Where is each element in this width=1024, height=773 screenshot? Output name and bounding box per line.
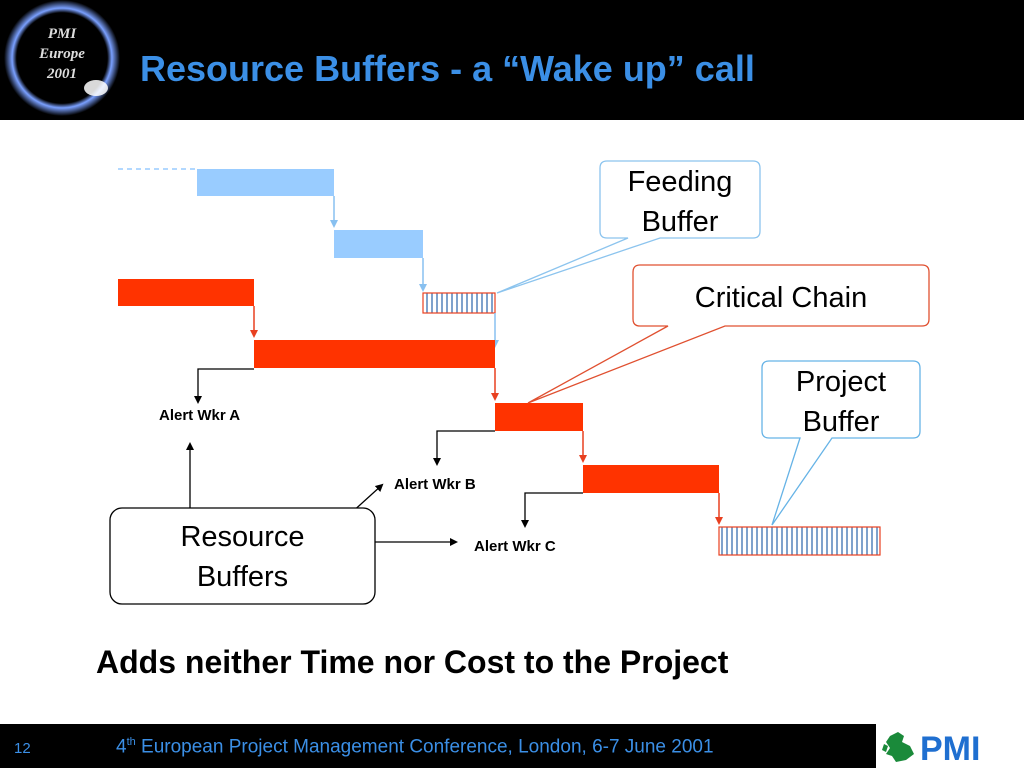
slide-tagline: Adds neither Time nor Cost to the Projec… xyxy=(96,644,729,680)
resource-buffers-callout: Resource Buffers xyxy=(110,517,375,597)
feeding-task-2 xyxy=(334,230,423,258)
feeding-buffer-label-line1: Feeding xyxy=(627,166,733,198)
project-buffer-callout-shape xyxy=(761,360,921,526)
pmi-europe-2001-logo: PMI Europe 2001 xyxy=(0,0,128,120)
critical-chain-callout-shape xyxy=(527,264,930,404)
conference-caption: 4th European Project Management Conferen… xyxy=(116,736,714,758)
footer-bar xyxy=(0,724,1024,768)
resource-buffers-label-line1: Resource xyxy=(180,521,305,553)
slide-number: 12 xyxy=(14,740,31,757)
svg-text:Europe: Europe xyxy=(38,46,85,62)
critical-chain-callout: Critical Chain xyxy=(633,278,929,318)
pmi-logo: PMI xyxy=(876,724,1024,768)
feeding-buffer-callout: Feeding Buffer xyxy=(600,162,760,242)
header-bar xyxy=(0,0,1024,120)
conference-text: European Project Management Conference, … xyxy=(135,736,714,758)
critical-chain-label: Critical Chain xyxy=(694,282,868,314)
feeding-buffer-label-line2: Buffer xyxy=(641,206,719,238)
critical-task-3 xyxy=(495,403,583,431)
uk-map-icon xyxy=(882,732,914,762)
slide-title: Resource Buffers - a “Wake up” call xyxy=(140,48,755,89)
svg-text:PMI: PMI xyxy=(48,26,78,42)
project-buffer-label-line1: Project xyxy=(795,366,887,398)
feeding-task-1 xyxy=(197,169,334,196)
alert-worker-b-label: Alert Wkr B xyxy=(394,476,476,493)
critical-chain-diagram xyxy=(109,160,930,605)
critical-task-1 xyxy=(118,279,254,306)
alert-worker-c-label: Alert Wkr C xyxy=(474,538,556,555)
feeding-buffer-callout-shape xyxy=(496,160,761,294)
feeding-buffer-bar xyxy=(422,292,496,314)
svg-text:2001: 2001 xyxy=(46,66,77,82)
critical-task-4 xyxy=(583,465,719,493)
project-buffer-callout: Project Buffer xyxy=(762,362,920,442)
alert-worker-a-label: Alert Wkr A xyxy=(159,407,241,424)
resource-buffers-box xyxy=(109,507,376,605)
critical-task-2 xyxy=(254,340,495,368)
svg-text:PMI: PMI xyxy=(920,730,980,768)
conference-ordinal-suffix: th xyxy=(126,736,136,748)
conference-ordinal: 4 xyxy=(116,736,127,758)
project-buffer-bar xyxy=(718,526,881,556)
project-buffer-label-line2: Buffer xyxy=(802,406,880,438)
resource-buffers-label-line2: Buffers xyxy=(196,561,289,593)
